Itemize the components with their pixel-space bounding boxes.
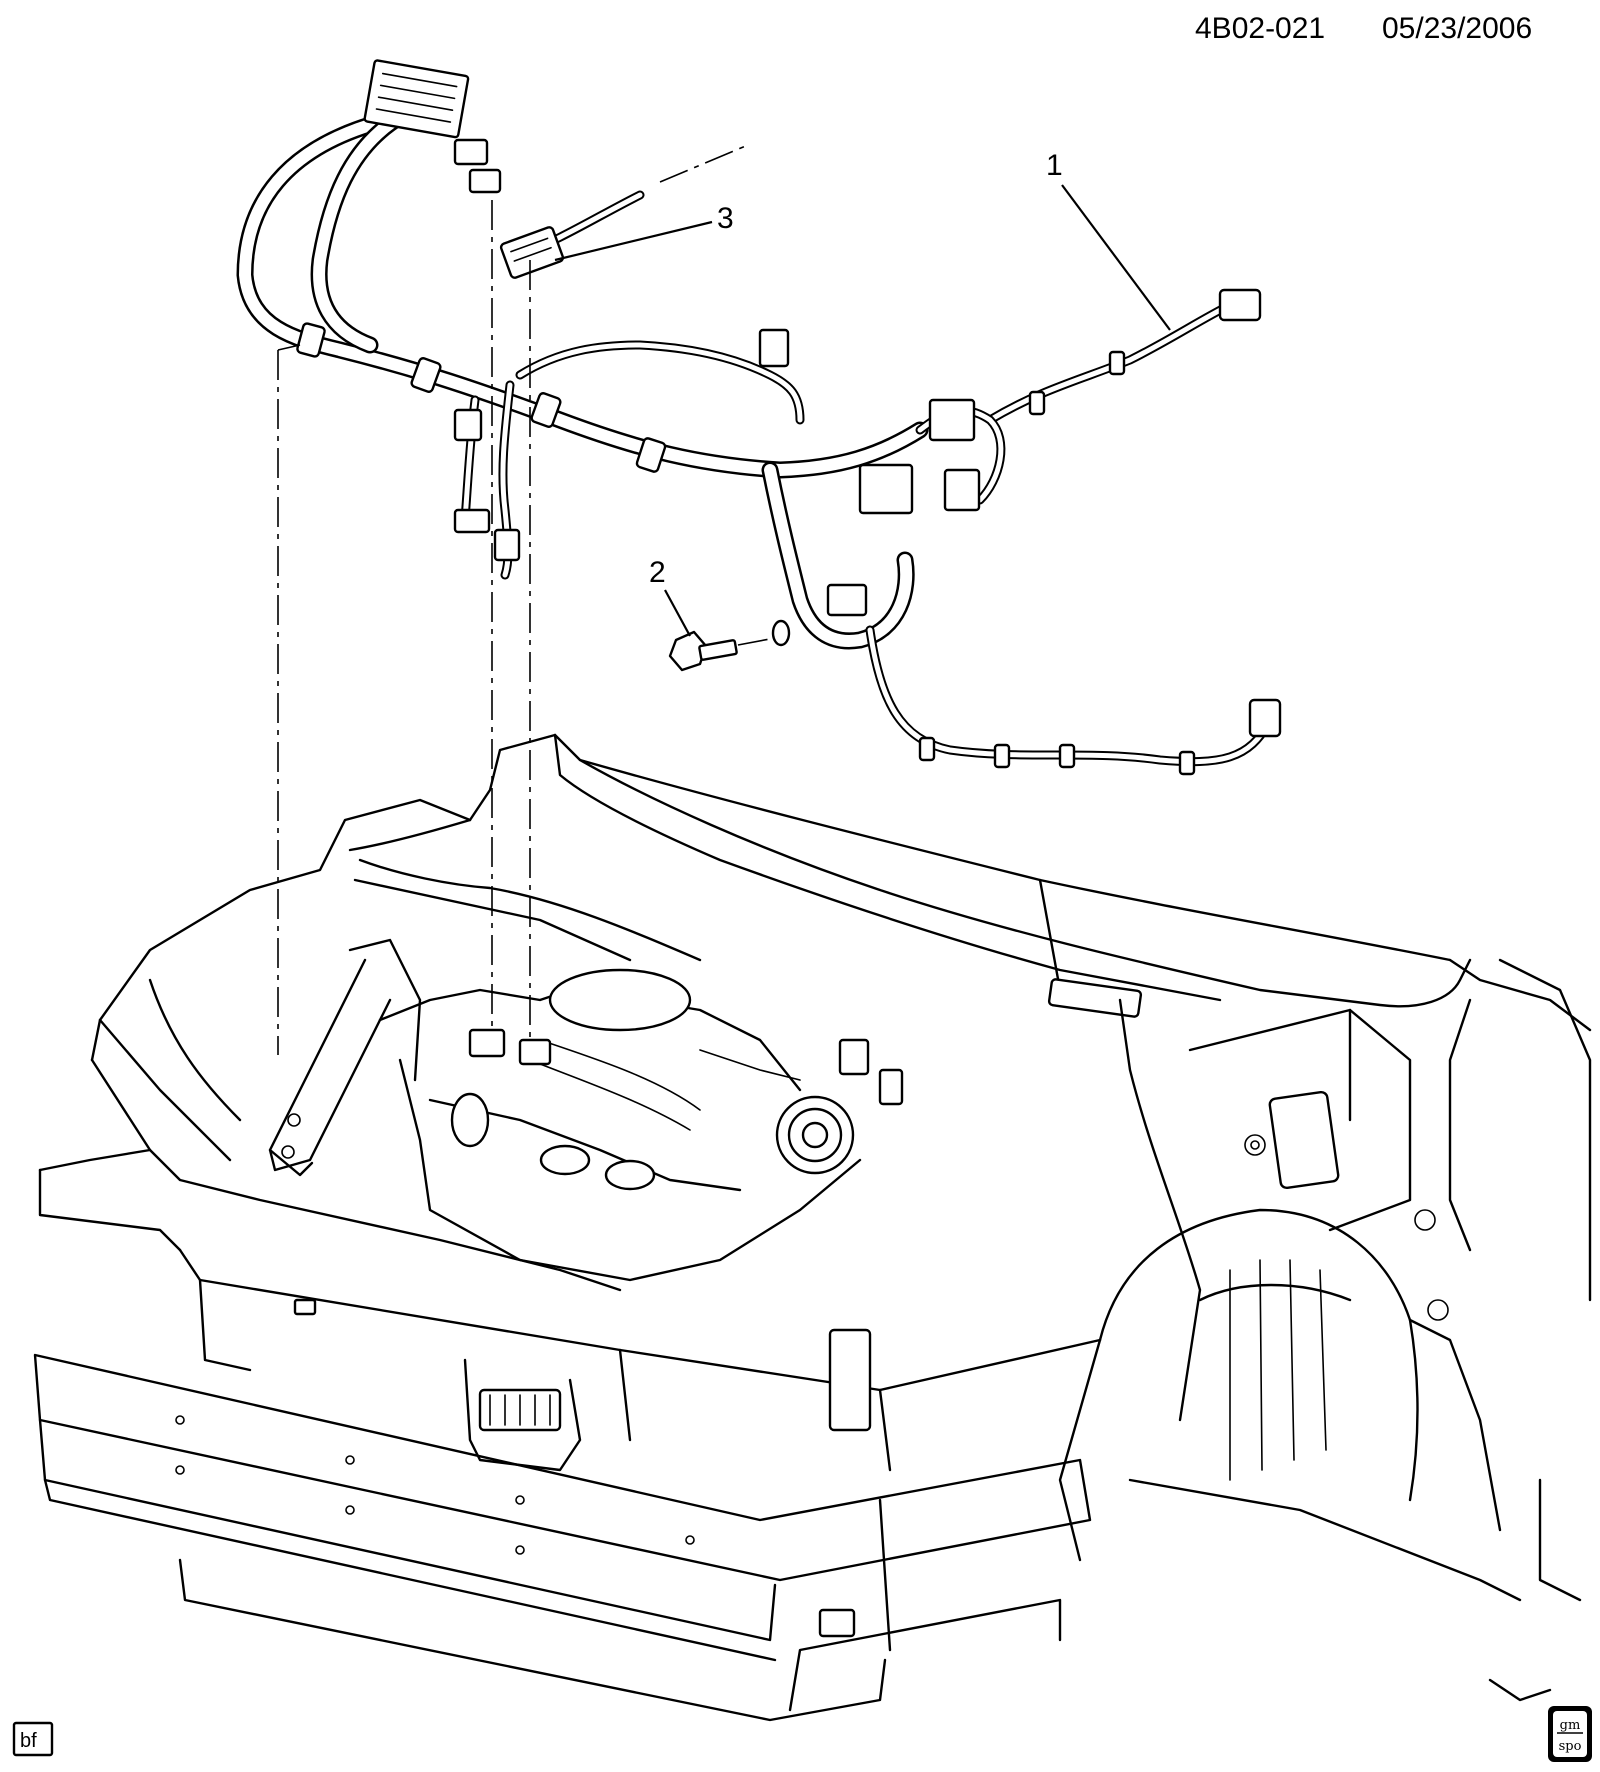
callout-leader-2 xyxy=(664,589,691,637)
callout-leader-3 xyxy=(554,220,713,262)
initials-text: bf xyxy=(20,1730,37,1752)
logo-top-text: gm xyxy=(1560,1718,1581,1733)
vehicle-front-structure xyxy=(33,733,1592,1722)
callout-number-3: 3 xyxy=(717,202,734,235)
diagram-code: 4B02-021 xyxy=(1195,12,1325,45)
callout-number-1: 1 xyxy=(1046,149,1063,182)
callout-leader-1 xyxy=(1061,184,1171,331)
callout-number-2: 2 xyxy=(649,556,666,589)
bolt-fastener xyxy=(668,619,791,672)
wiring-harness xyxy=(236,59,1282,776)
sensor-pigtail xyxy=(499,144,749,279)
alignment-lines xyxy=(277,200,531,1055)
gm-spo-logo: gm spo xyxy=(1548,1706,1592,1762)
diagram-date: 05/23/2006 xyxy=(1382,12,1532,45)
logo-bottom-text: spo xyxy=(1559,1739,1582,1754)
initials-box: bf xyxy=(12,1721,54,1757)
